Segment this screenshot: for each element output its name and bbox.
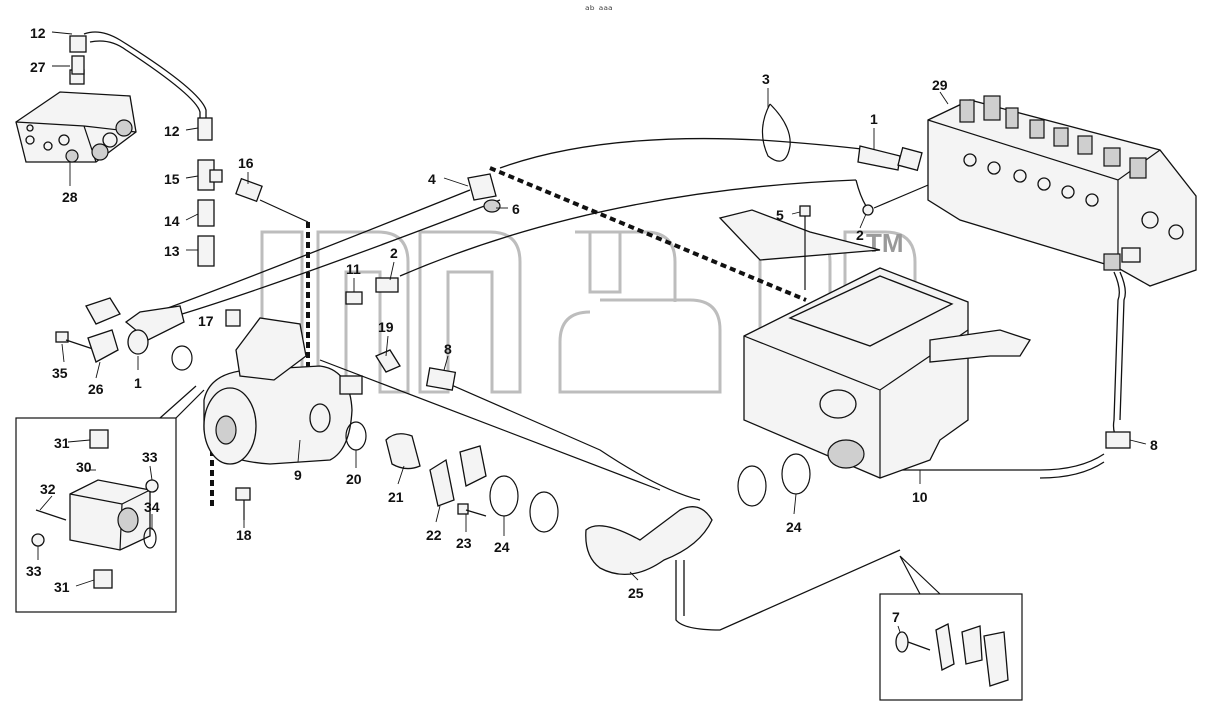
callout-22: 22 (426, 527, 442, 543)
hose-25 (585, 506, 713, 575)
callout-9: 9 (294, 467, 302, 483)
tee-fitting-15 (197, 159, 223, 191)
callout-7: 7 (892, 609, 900, 625)
bolt-7 (895, 631, 931, 653)
callout-26: 26 (88, 381, 104, 397)
hose-clamp-24-left (489, 475, 559, 533)
callout-35: 35 (52, 365, 68, 381)
control-valve-block (15, 69, 137, 163)
o-ring-20 (345, 421, 367, 451)
callout-32: 32 (40, 481, 56, 497)
fitting-27 (69, 35, 87, 75)
flange-half-26 (85, 297, 121, 363)
pipe-adapter-21 (385, 433, 421, 470)
callout-27: 27 (30, 59, 46, 75)
pump-valve-unit-17 (225, 309, 307, 381)
leader-lines (37, 31, 1147, 633)
hose-end-12-lower (197, 117, 213, 141)
bolt-23 (457, 503, 487, 517)
callout-2: 2 (856, 227, 864, 243)
hose-clamp-24-right (737, 453, 811, 507)
callout-20: 20 (346, 471, 362, 487)
hose-end-1-left (124, 305, 185, 355)
callout-1: 1 (134, 375, 142, 391)
callout-29: 29 (932, 77, 948, 93)
callout-3: 3 (762, 71, 770, 87)
callout-6: 6 (512, 201, 520, 217)
callout-25: 25 (628, 585, 644, 601)
callout-30: 30 (76, 459, 92, 475)
o-ring-left (171, 345, 193, 371)
callout-21: 21 (388, 489, 404, 505)
callout-5: 5 (776, 207, 784, 223)
callout-11: 11 (346, 261, 361, 277)
callout-33: 33 (142, 449, 158, 465)
bolt-5 (799, 205, 811, 290)
callout-17: 17 (198, 313, 214, 329)
adapter-14 (197, 199, 215, 227)
dashed-reference-line-tank (489, 166, 807, 302)
callout-4: 4 (428, 171, 436, 187)
hydraulic-tank (718, 209, 1031, 479)
callout-28: 28 (62, 189, 78, 205)
top-small-mark: ᵃᵇ ᵃᵃᵃ (585, 3, 613, 17)
detail-inset-right (879, 555, 1023, 701)
callout-31: 31 (54, 435, 70, 451)
callout-24: 24 (494, 539, 510, 555)
bolt-18 (235, 487, 251, 520)
callout-8: 8 (1150, 437, 1158, 453)
callout-labels: 12 27 28 12 15 16 14 13 4 6 3 1 29 5 2 2… (26, 25, 1158, 625)
callout-24: 24 (786, 519, 802, 535)
callout-15: 15 (164, 171, 180, 187)
cap-13 (197, 235, 215, 267)
callout-33: 33 (26, 563, 42, 579)
callout-19: 19 (378, 319, 394, 335)
hose-end-8-middle (425, 367, 457, 391)
callout-34: 34 (144, 499, 160, 515)
callout-16: 16 (238, 155, 254, 171)
detail-inset-left (15, 385, 205, 613)
callout-23: 23 (456, 535, 472, 551)
callout-12: 12 (30, 25, 46, 41)
trademark-symbol: TM (866, 228, 904, 258)
main-control-valve (927, 95, 1197, 287)
clip-4-6 (467, 173, 501, 213)
hydraulic-pump (203, 365, 363, 465)
callout-10: 10 (912, 489, 928, 505)
elbow-fitting-valve-side (1103, 247, 1141, 271)
callout-31: 31 (54, 579, 70, 595)
callout-18: 18 (236, 527, 252, 543)
clamp-half (459, 445, 487, 487)
callout-8: 8 (444, 341, 452, 357)
callout-12: 12 (164, 123, 180, 139)
callout-1: 1 (870, 111, 878, 127)
bracket-22 (429, 458, 455, 507)
hose-clamp-3 (761, 103, 791, 162)
nipple-2-middle (375, 277, 399, 293)
elbow-19 (375, 349, 401, 373)
adapter-16 (235, 177, 263, 203)
callout-13: 13 (164, 243, 180, 259)
callout-2: 2 (390, 245, 398, 261)
adapter-11 (345, 291, 363, 305)
callout-14: 14 (164, 213, 180, 229)
elbow-8-right (1105, 431, 1131, 449)
